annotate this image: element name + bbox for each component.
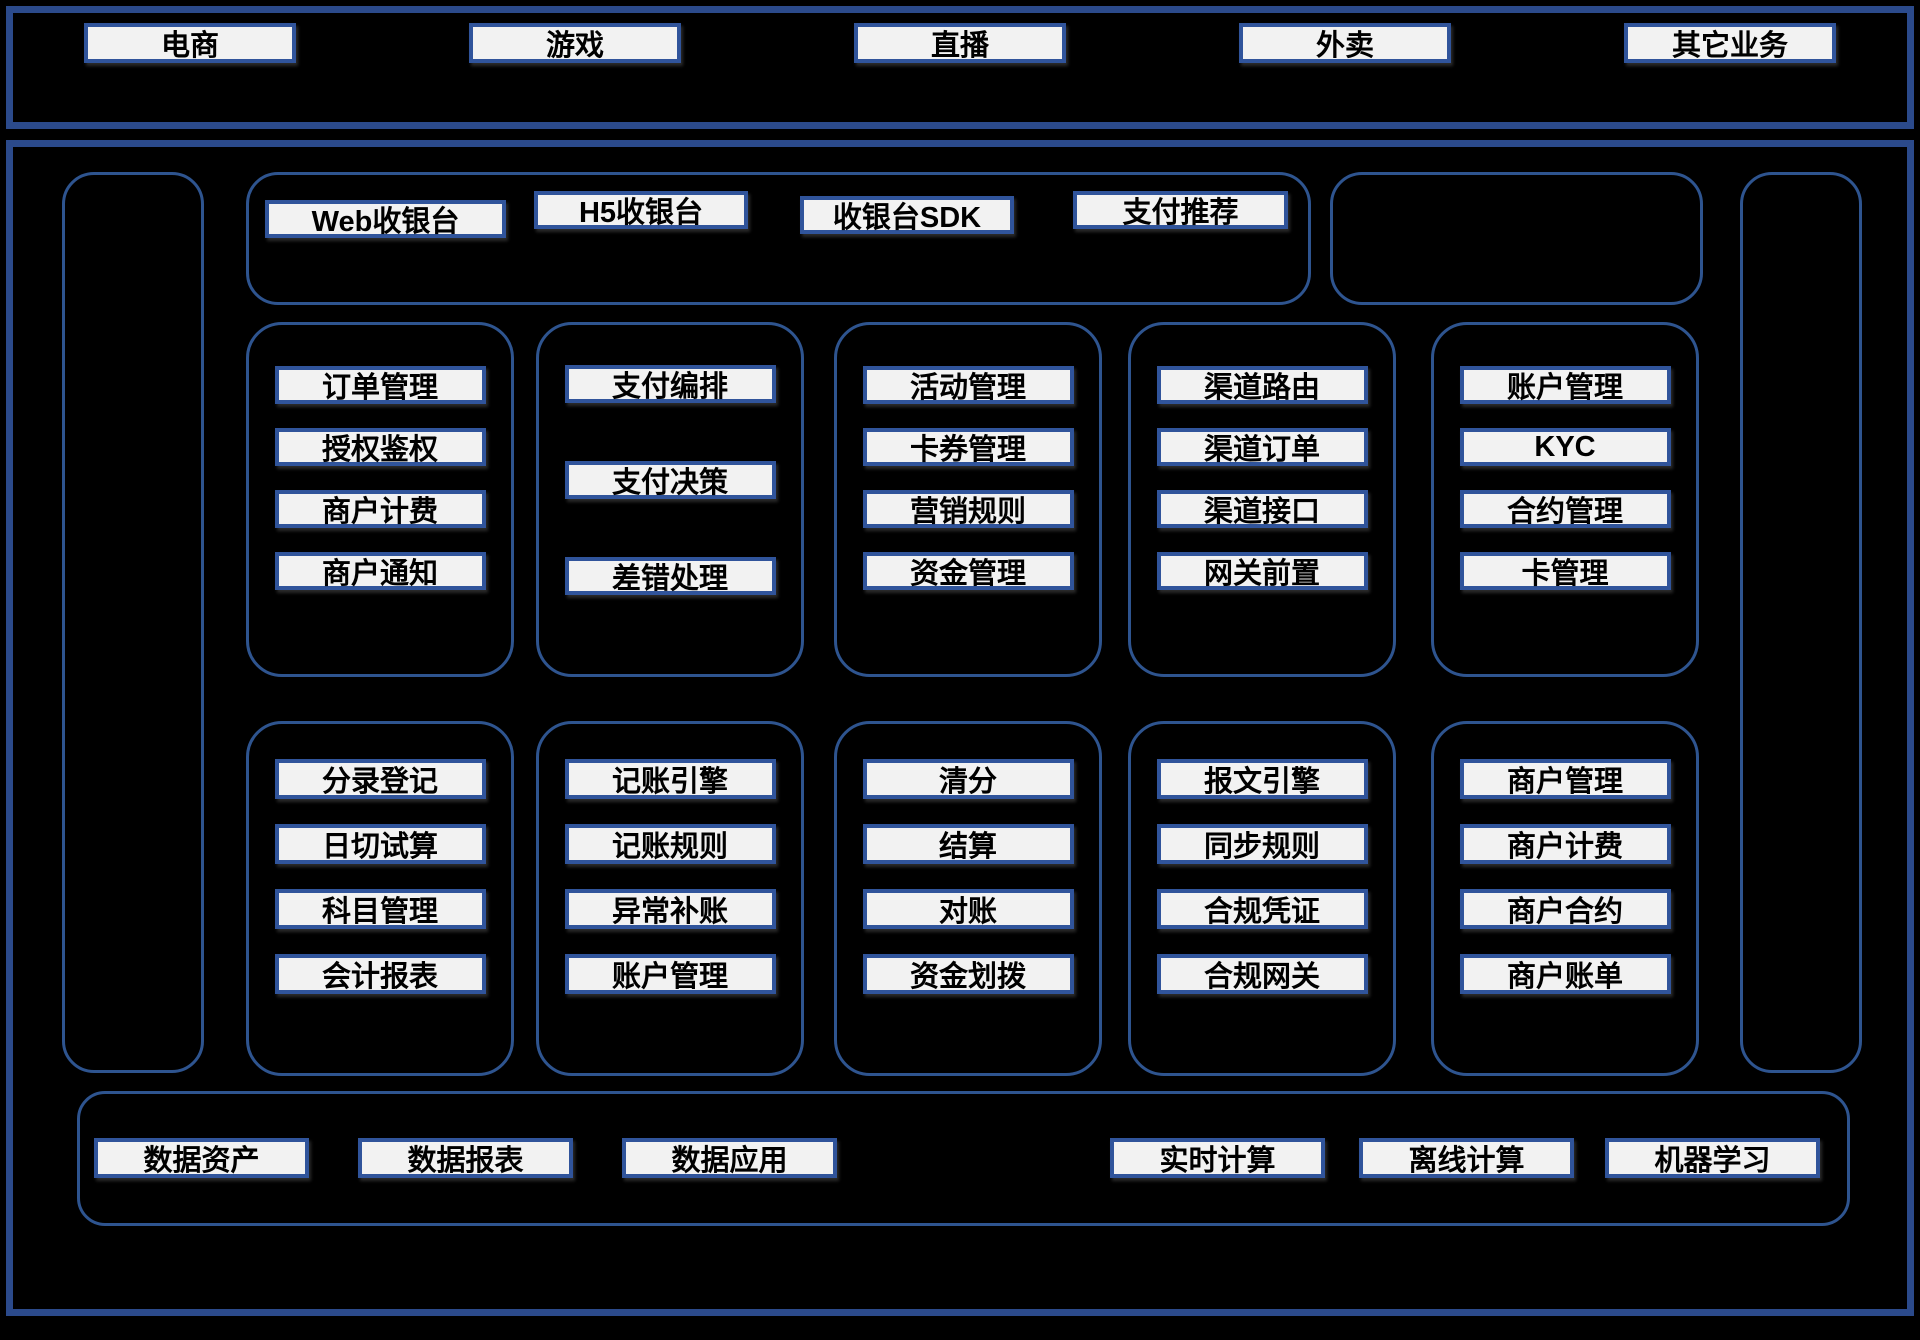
- group-payment-engine: 支付编排 支付决策 差错处理: [536, 322, 804, 677]
- group-account: 账户管理 KYC 合约管理 卡管理: [1431, 322, 1699, 677]
- module-chip: 营销规则: [862, 490, 1074, 528]
- data-chip: 数据应用: [622, 1138, 837, 1178]
- data-chip: 离线计算: [1359, 1138, 1574, 1178]
- module-chip: 差错处理: [564, 557, 776, 595]
- module-chip: KYC: [1459, 428, 1671, 466]
- group-ledger: 分录登记 日切试算 科目管理 会计报表: [246, 721, 514, 1076]
- module-chip: 合规凭证: [1156, 889, 1368, 929]
- business-chip: 直播: [854, 23, 1066, 63]
- business-layer-bar: 电商 游戏 直播 外卖 其它业务: [6, 6, 1914, 129]
- module-chip: 账户管理: [564, 954, 776, 994]
- data-platform-section: 数据资产 数据报表 数据应用 实时计算 离线计算 机器学习: [77, 1091, 1850, 1226]
- module-chip: 订单管理: [274, 366, 486, 404]
- module-chip: 对账: [862, 889, 1074, 929]
- reserved-pane: [1330, 172, 1703, 305]
- group-compliance: 报文引擎 同步规则 合规凭证 合规网关: [1128, 721, 1396, 1076]
- module-chip: 商户管理: [1459, 759, 1671, 799]
- data-chip: 数据报表: [358, 1138, 573, 1178]
- group-channel: 渠道路由 渠道订单 渠道接口 网关前置: [1128, 322, 1396, 677]
- module-chip: 分录登记: [274, 759, 486, 799]
- checkout-chip: Web收银台: [265, 200, 506, 238]
- module-chip: 活动管理: [862, 366, 1074, 404]
- module-chip: 账户管理: [1459, 366, 1671, 404]
- group-bookkeeping: 记账引擎 记账规则 异常补账 账户管理: [536, 721, 804, 1076]
- module-chip: 渠道路由: [1156, 366, 1368, 404]
- module-chip: 资金管理: [862, 552, 1074, 590]
- module-chip: 科目管理: [274, 889, 486, 929]
- data-chip: 机器学习: [1605, 1138, 1820, 1178]
- data-chip: 数据资产: [94, 1138, 309, 1178]
- checkout-chip: H5收银台: [534, 191, 748, 229]
- left-pillar: [62, 172, 204, 1073]
- module-chip: 日切试算: [274, 824, 486, 864]
- module-chip: 商户合约: [1459, 889, 1671, 929]
- module-chip: 记账引擎: [564, 759, 776, 799]
- business-chip: 游戏: [469, 23, 681, 63]
- platform-container: Web收银台 H5收银台 收银台SDK 支付推荐 订单管理 授权鉴权 商户计费 …: [6, 140, 1914, 1316]
- module-chip: 结算: [862, 824, 1074, 864]
- group-marketing: 活动管理 卡券管理 营销规则 资金管理: [834, 322, 1102, 677]
- module-chip: 会计报表: [274, 954, 486, 994]
- module-chip: 卡券管理: [862, 428, 1074, 466]
- module-chip: 卡管理: [1459, 552, 1671, 590]
- module-chip: 资金划拨: [862, 954, 1074, 994]
- module-chip: 清分: [862, 759, 1074, 799]
- module-chip: 合规网关: [1156, 954, 1368, 994]
- business-chip: 其它业务: [1624, 23, 1836, 63]
- module-chip: 合约管理: [1459, 490, 1671, 528]
- module-chip: 同步规则: [1156, 824, 1368, 864]
- group-trade-services: 订单管理 授权鉴权 商户计费 商户通知: [246, 322, 514, 677]
- module-chip: 商户账单: [1459, 954, 1671, 994]
- group-clearing: 清分 结算 对账 资金划拨: [834, 721, 1102, 1076]
- business-chip: 电商: [84, 23, 296, 63]
- right-pillar: [1740, 172, 1862, 1073]
- data-chip: 实时计算: [1110, 1138, 1325, 1178]
- checkout-chip: 收银台SDK: [800, 196, 1014, 234]
- module-chip: 支付编排: [564, 365, 776, 403]
- module-chip: 异常补账: [564, 889, 776, 929]
- module-chip: 记账规则: [564, 824, 776, 864]
- checkout-chip: 支付推荐: [1073, 191, 1288, 229]
- module-chip: 商户计费: [274, 490, 486, 528]
- module-chip: 渠道接口: [1156, 490, 1368, 528]
- business-chip: 外卖: [1239, 23, 1451, 63]
- module-chip: 商户通知: [274, 552, 486, 590]
- module-chip: 渠道订单: [1156, 428, 1368, 466]
- module-chip: 支付决策: [564, 461, 776, 499]
- module-chip: 报文引擎: [1156, 759, 1368, 799]
- module-chip: 商户计费: [1459, 824, 1671, 864]
- group-merchant: 商户管理 商户计费 商户合约 商户账单: [1431, 721, 1699, 1076]
- checkout-section: Web收银台 H5收银台 收银台SDK 支付推荐: [246, 172, 1311, 305]
- module-chip: 授权鉴权: [274, 428, 486, 466]
- module-chip: 网关前置: [1156, 552, 1368, 590]
